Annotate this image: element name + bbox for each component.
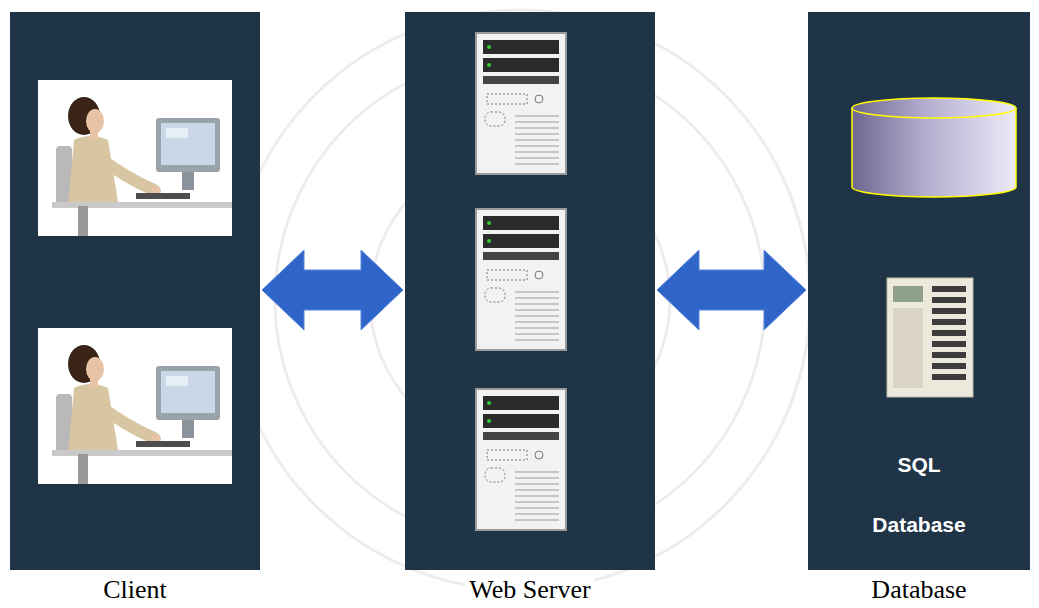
tier-label: Web Server: [466, 576, 593, 604]
tier-label: Client: [100, 576, 170, 604]
client-panel: [10, 12, 260, 570]
watermark-seal: [230, 10, 810, 590]
server-panel: [405, 12, 655, 570]
data-flow-arrow: [262, 250, 403, 330]
tier-panel: Client: [10, 12, 260, 570]
tier-panel: SQL DatabaseDatabase: [808, 12, 1030, 570]
tier-label: Database: [868, 576, 969, 604]
server-tower: [476, 389, 566, 530]
data-flow-arrow: [657, 250, 806, 330]
component-label: SQL Database: [863, 435, 975, 555]
server-tower: [476, 209, 566, 350]
user-photo: [38, 80, 232, 236]
database-server: [887, 278, 973, 397]
server-tower: [476, 33, 566, 174]
user-photo: [38, 328, 232, 484]
tier-panel: Web Server: [405, 12, 655, 570]
database-cylinder: [852, 98, 1016, 197]
database-panel: [808, 12, 1030, 570]
